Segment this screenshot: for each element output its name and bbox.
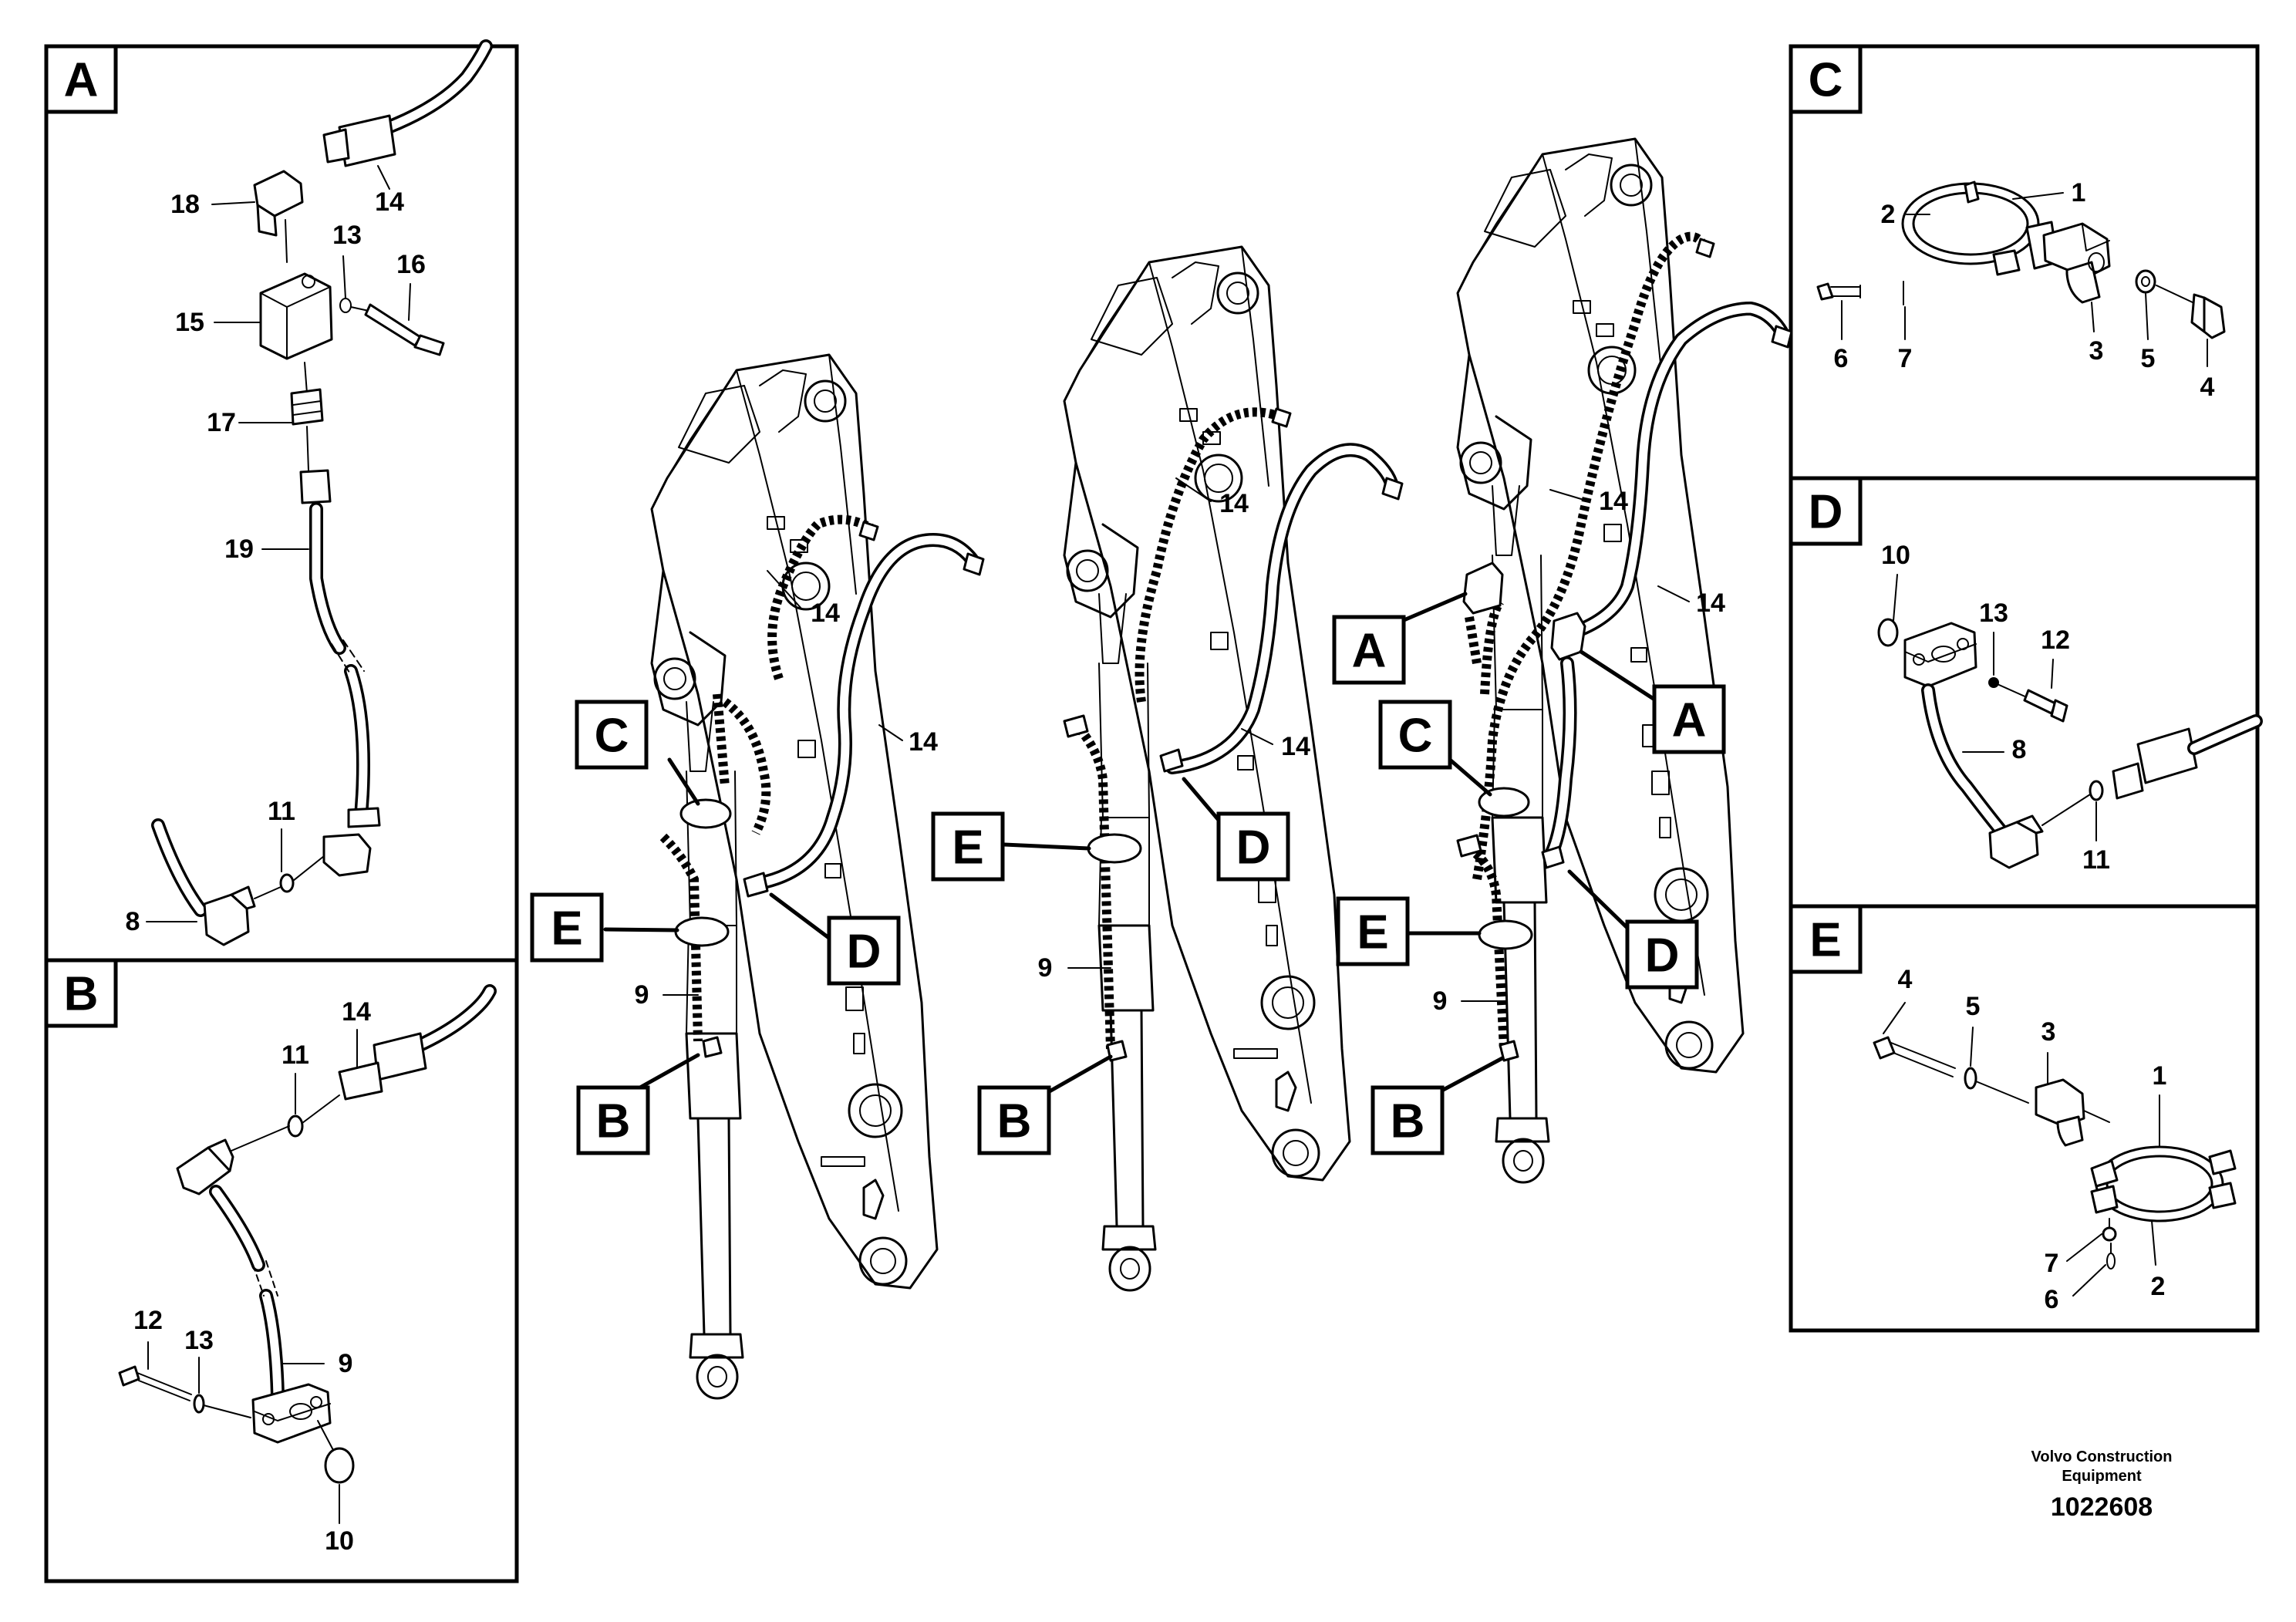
boom-3-callout-d-box — [1625, 919, 1699, 990]
panel-a: A — [44, 39, 519, 963]
panel-c-label-5: 5 — [2141, 344, 2156, 373]
company-line-2: Equipment — [2062, 1468, 2142, 1485]
boom-3-callout-a-left: A — [1352, 625, 1387, 678]
boom-1-callout-d: D — [847, 926, 882, 979]
boom-3-callout-b: B — [1391, 1095, 1425, 1148]
boom-2-label-9: 9 — [1038, 953, 1053, 983]
boom-1-callout-e-box — [530, 892, 604, 963]
panel-d-label-box — [1789, 476, 1863, 546]
boom-1-callout-c: C — [595, 710, 629, 763]
panel-c-label-3: 3 — [2089, 336, 2104, 366]
panel-e-label-4: 4 — [1898, 965, 1913, 994]
panel-b-frame — [44, 958, 519, 1583]
panel-e-label-5: 5 — [1966, 992, 1981, 1021]
panel-a-label-19: 19 — [224, 534, 254, 564]
boom-1: 14 14 9 C E B D — [530, 353, 985, 1400]
panel-b-label-11: 11 — [282, 1040, 309, 1070]
panel-c-label-6: 6 — [1834, 344, 1849, 373]
panel-d-label-11: 11 — [2082, 845, 2110, 875]
boom-2-callout-d: D — [1236, 821, 1271, 875]
boom-3-callout-c: C — [1398, 710, 1433, 763]
panel-e-label-2: 2 — [2151, 1272, 2166, 1301]
boom-3-label-14-lower: 14 — [1696, 588, 1725, 618]
panel-a-label-16: 16 — [396, 250, 426, 279]
boom-3: 14 14 9 A A C E B D — [1332, 137, 1793, 1184]
boom-2-callout-b: B — [997, 1095, 1032, 1148]
panel-a-label-box — [44, 44, 118, 114]
panel-e-label-6: 6 — [2045, 1285, 2059, 1314]
drawing-number: 1022608 — [2051, 1492, 2153, 1522]
panel-c-label-box — [1789, 44, 1863, 114]
panel-c-label-1: 1 — [2072, 178, 2086, 207]
company-line-1: Volvo Construction — [2031, 1448, 2173, 1465]
panel-e-label-box — [1789, 904, 1863, 974]
boom-3-callout-d: D — [1645, 929, 1680, 983]
boom-1-callout-b-box — [576, 1085, 650, 1155]
panel-c-label-7: 7 — [1898, 344, 1913, 373]
boom-2-callout-e-box — [931, 811, 1005, 882]
boom-3-label-9: 9 — [1433, 986, 1448, 1016]
title-block: Volvo Construction Equipment 1022608 — [2031, 1448, 2173, 1522]
panel-c-letter: C — [1809, 54, 1843, 107]
panel-a-label-14: 14 — [375, 187, 404, 217]
panel-d-label-10: 10 — [1881, 541, 1910, 570]
panel-a-label-13: 13 — [332, 221, 362, 250]
boom-1-callout-c-box — [575, 700, 649, 770]
panel-b-label-box — [44, 958, 118, 1028]
panel-a-label-8: 8 — [126, 907, 140, 936]
panel-b-label-13: 13 — [184, 1326, 214, 1355]
panel-c: C 2 1 6 7 3 5 4 — [1789, 44, 2260, 481]
panel-d-letter: D — [1809, 486, 1843, 539]
panel-b-label-10: 10 — [325, 1526, 354, 1556]
boom-2-callout-e: E — [952, 821, 983, 875]
boom-1-callout-b: B — [596, 1095, 631, 1148]
boom-3-label-14-upper: 14 — [1599, 487, 1628, 516]
panel-e-frame — [1789, 904, 2260, 1333]
boom-2: 14 14 9 E B D — [931, 245, 1404, 1292]
boom-2-label-14-upper: 14 — [1219, 489, 1249, 518]
panel-d: D 10 13 12 8 11 — [1789, 476, 2263, 909]
boom-3-callout-c-box — [1378, 700, 1452, 770]
panel-c-label-4: 4 — [2200, 373, 2215, 402]
panel-a-label-11: 11 — [268, 797, 295, 826]
panel-b-label-9: 9 — [339, 1349, 353, 1378]
panel-a-label-18: 18 — [170, 190, 200, 219]
panel-e-label-1: 1 — [2153, 1061, 2167, 1091]
panel-a-label-15: 15 — [175, 308, 204, 337]
panel-e-label-7: 7 — [2045, 1249, 2059, 1278]
boom-3-callout-b-box — [1371, 1085, 1445, 1155]
boom-2-callout-d-box — [1216, 811, 1290, 882]
boom-1-label-14-lower: 14 — [909, 727, 938, 757]
panel-b: B 14 11 — [44, 958, 519, 1583]
panel-b-label-14: 14 — [342, 997, 371, 1027]
boom-1-label-9: 9 — [635, 980, 649, 1010]
boom-3-callout-e-box — [1336, 896, 1410, 966]
boom-3-callout-a-right-box — [1652, 684, 1726, 754]
boom-2-label-14-lower: 14 — [1281, 732, 1310, 761]
boom-3-callout-a-left-box — [1332, 615, 1406, 685]
panel-e-letter: E — [1809, 914, 1841, 967]
panel-d-label-12: 12 — [2041, 626, 2070, 655]
boom-1-callout-d-box — [827, 916, 901, 986]
panel-d-label-8: 8 — [2012, 735, 2027, 764]
boom-3-callout-e: E — [1357, 906, 1388, 959]
boom-1-label-14-upper: 14 — [811, 599, 840, 628]
panel-b-letter: B — [64, 968, 99, 1021]
panel-a-label-17: 17 — [207, 408, 236, 437]
boom-3-callout-a-right: A — [1672, 694, 1707, 747]
panel-b-label-12: 12 — [133, 1306, 163, 1335]
panel-e-label-3: 3 — [2041, 1017, 2056, 1047]
panel-c-label-2: 2 — [1881, 200, 1896, 229]
boom-1-callout-e: E — [551, 902, 582, 956]
panel-a-letter: A — [64, 54, 99, 107]
boom-2-callout-b-box — [977, 1085, 1051, 1155]
panel-d-label-13: 13 — [1979, 599, 2008, 628]
panel-e: E 4 5 3 1 7 2 6 — [1789, 904, 2260, 1333]
